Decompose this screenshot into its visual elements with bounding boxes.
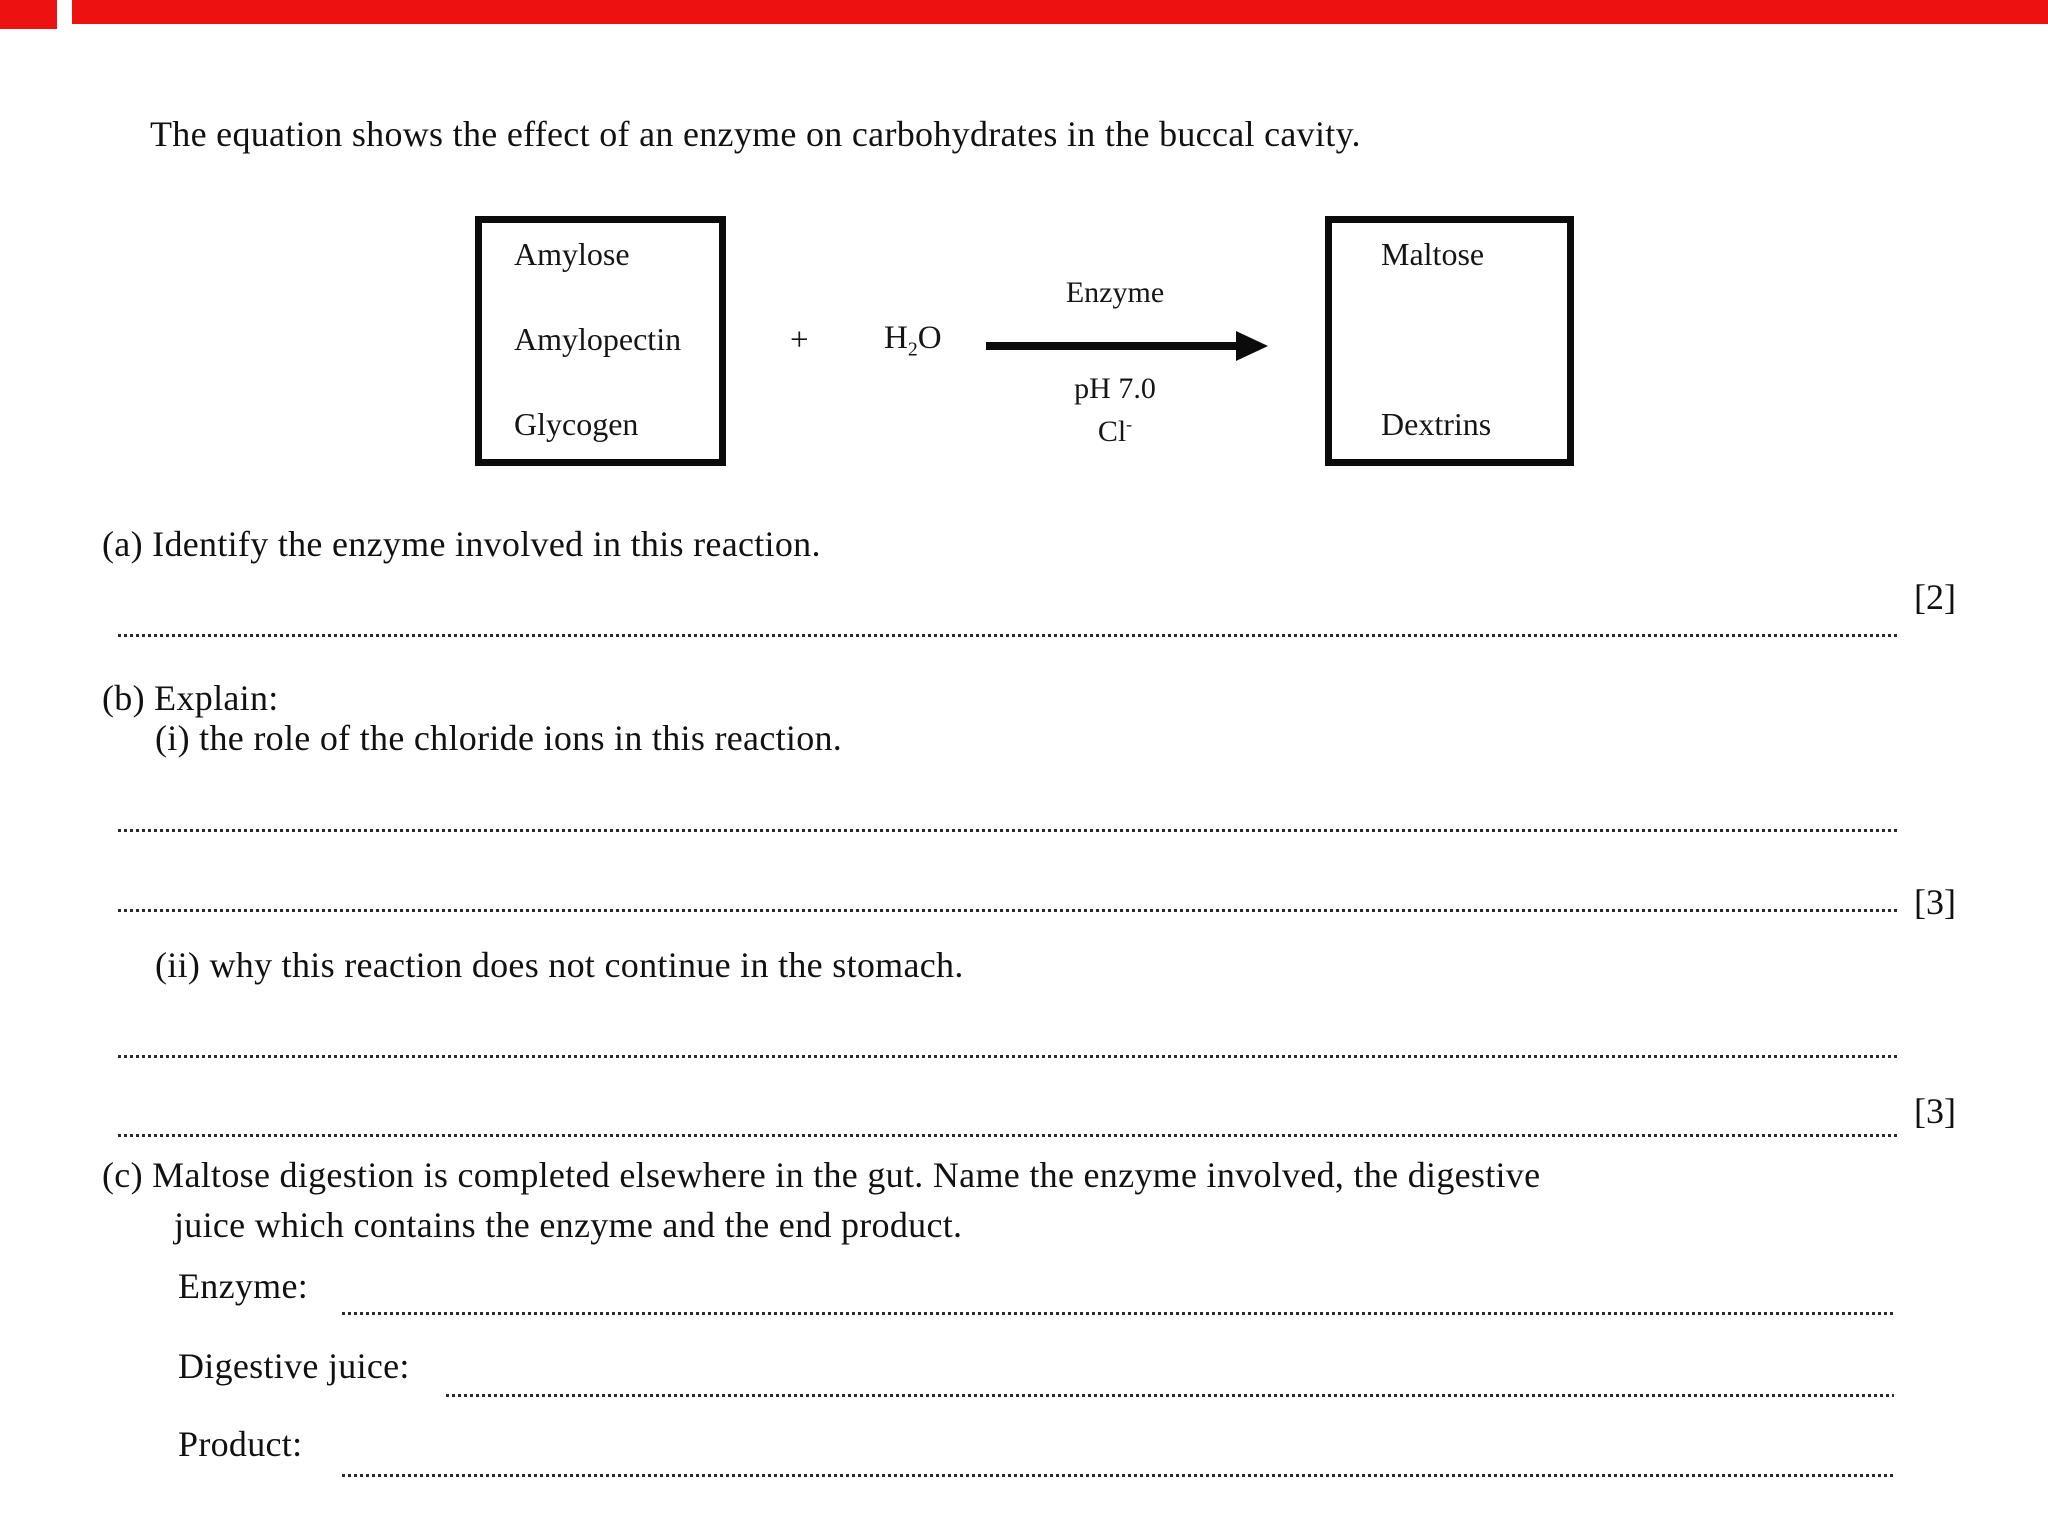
water-rest: O (917, 320, 942, 356)
chloride-base: Cl (1097, 415, 1127, 448)
question-b-text: (b) Explain: (102, 678, 279, 718)
question-b-i-marks: [3] (1914, 882, 1956, 922)
product-item: Maltose (1381, 236, 1485, 272)
question-c-text-line1: (c) Maltose digestion is completed elsew… (102, 1155, 1541, 1195)
substrates-box: Amylose Amylopectin Glycogen (475, 216, 726, 466)
ph-label: pH 7.0 (1074, 372, 1156, 405)
answer-line-b-ii-1 (118, 1055, 1898, 1058)
water-subscript: 2 (907, 338, 918, 361)
answer-line-b-i-1 (118, 829, 1898, 832)
field-product-line (342, 1474, 1894, 1477)
substrate-item: Glycogen (514, 406, 639, 442)
question-a-marks: [2] (1914, 577, 1956, 617)
intro-text: The equation shows the effect of an enzy… (150, 114, 1361, 154)
question-a-text: (a) Identify the enzyme involved in this… (102, 524, 821, 564)
field-enzyme-label: Enzyme: (178, 1266, 309, 1306)
product-item: Dextrins (1381, 406, 1492, 442)
field-digestive-juice-label: Digestive juice: (178, 1346, 410, 1386)
question-c-text-line2: juice which contains the enzyme and the … (174, 1205, 963, 1245)
chloride-superscript: - (1126, 414, 1133, 434)
question-b-i-text: (i) the role of the chloride ions in thi… (155, 718, 843, 758)
top-red-bar (72, 0, 2048, 24)
answer-line-b-ii-2 (118, 1134, 1898, 1137)
enzyme-label: Enzyme (1065, 276, 1165, 309)
water-formula: H2O (884, 320, 942, 359)
answer-line-a (118, 634, 1898, 637)
field-enzyme-line (342, 1312, 1894, 1315)
question-b-ii-marks: [3] (1914, 1091, 1956, 1131)
products-box: Maltose Dextrins (1325, 216, 1574, 466)
answer-line-b-i-2 (118, 909, 1898, 912)
top-red-bar-left (0, 0, 57, 29)
field-digestive-juice-line (446, 1394, 1894, 1397)
substrate-item: Amylose (514, 236, 630, 272)
question-b-ii-text: (ii) why this reaction does not continue… (155, 945, 964, 985)
arrow-line (986, 342, 1240, 350)
arrow-head (1236, 331, 1268, 361)
chloride-label: Cl- (965, 415, 1265, 449)
plus-sign: + (790, 322, 809, 358)
water-base: H (884, 320, 908, 356)
field-product-label: Product: (178, 1424, 303, 1464)
substrate-item: Amylopectin (514, 321, 682, 357)
